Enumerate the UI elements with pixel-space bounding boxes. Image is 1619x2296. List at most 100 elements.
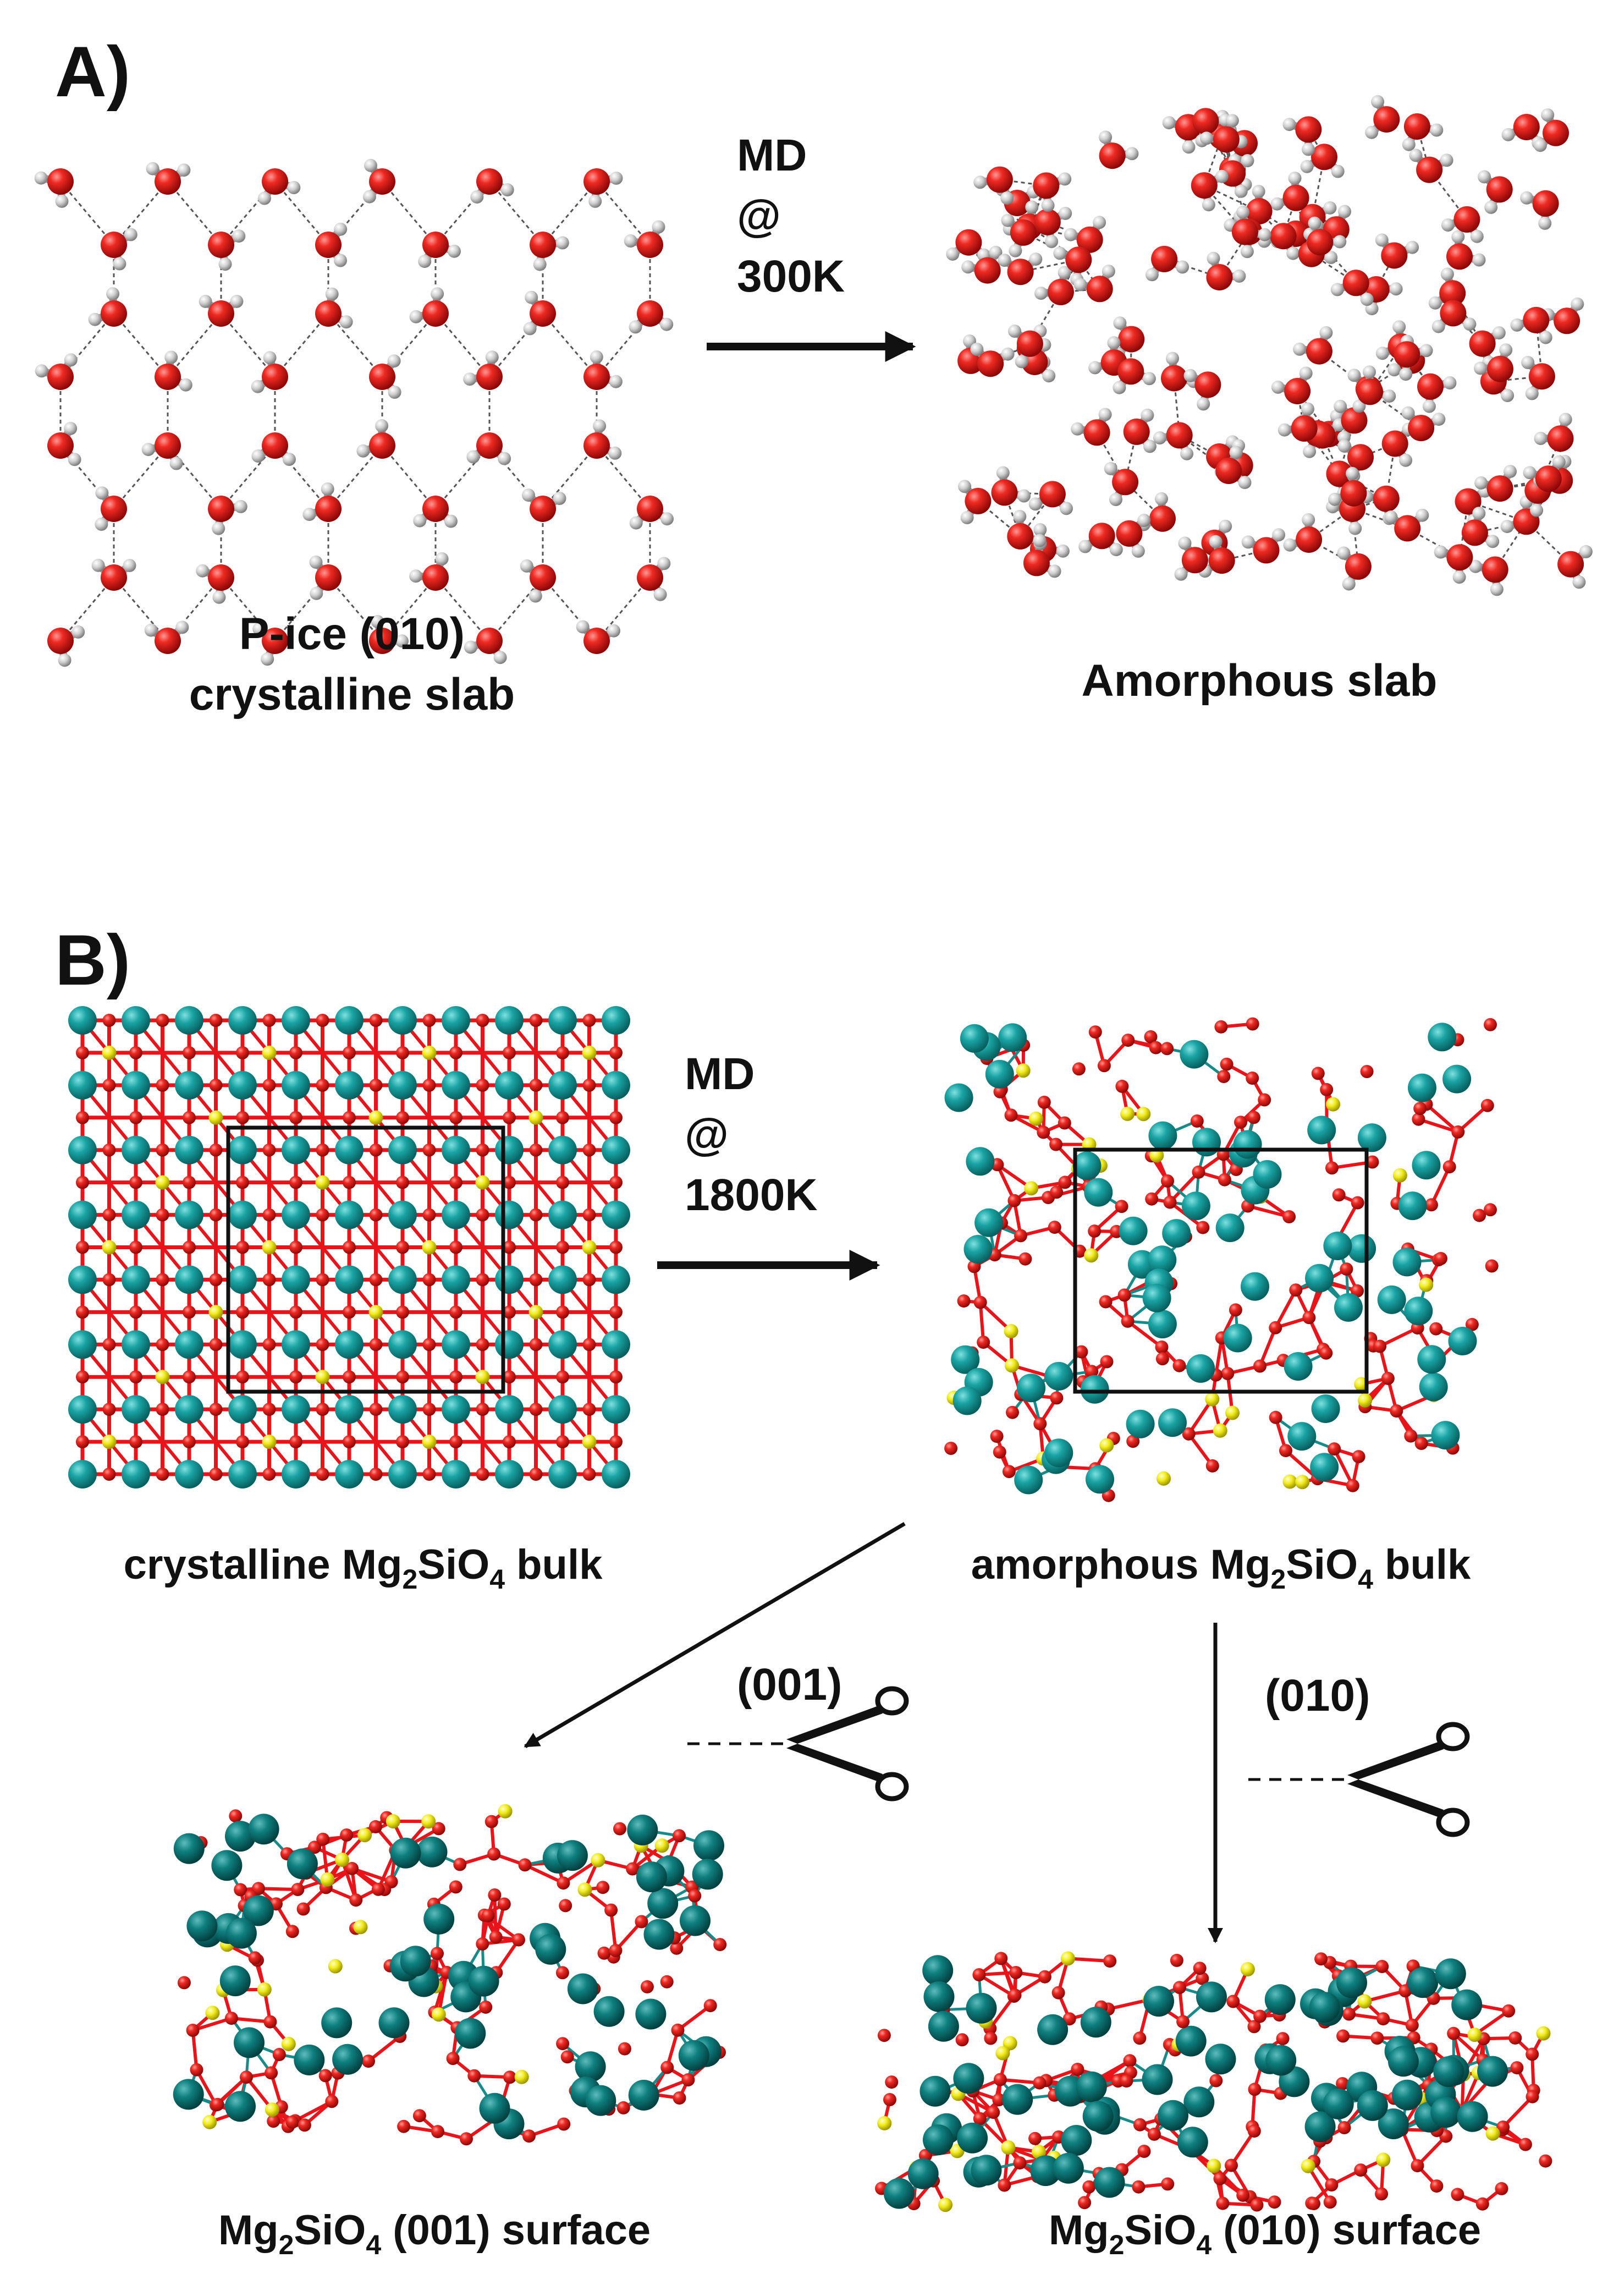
oxygen-atom xyxy=(371,1882,385,1896)
oxygen-atom xyxy=(1523,306,1550,333)
magnesium-atom xyxy=(388,1006,417,1035)
magnesium-atom xyxy=(495,1135,524,1165)
magnesium-atom xyxy=(282,1330,310,1359)
oxygen-atom xyxy=(1034,208,1061,235)
oxygen-atom xyxy=(1325,2178,1339,2191)
oxygen-atom xyxy=(343,1435,356,1449)
oxygen-atom xyxy=(1112,469,1139,496)
magnesium-atom xyxy=(1158,2100,1188,2131)
oxygen-atom xyxy=(529,1208,543,1222)
magnesium-atom xyxy=(1014,1465,1043,1495)
oxygen-atom xyxy=(1039,481,1066,508)
oxygen-atom xyxy=(637,564,663,591)
magnesium-atom xyxy=(1142,2064,1173,2095)
silicon-atom xyxy=(1120,1106,1135,1121)
magnesium-atom xyxy=(1094,2167,1125,2198)
hydrogen-atom xyxy=(1271,380,1285,394)
magnesium-atom xyxy=(282,1460,310,1488)
oxygen-atom xyxy=(1547,425,1574,452)
oxygen-atom xyxy=(1192,108,1219,135)
oxygen-atom xyxy=(183,1176,196,1189)
hydrogen-atom xyxy=(356,444,370,458)
silicon-atom xyxy=(262,1045,277,1060)
oxygen-atom xyxy=(885,2075,899,2089)
oxygen-atom xyxy=(972,1968,986,1981)
oxygen-atom xyxy=(316,1014,329,1027)
oxygen-atom xyxy=(1226,1995,1240,2008)
oxygen-atom xyxy=(316,1468,329,1481)
oxygen-atom xyxy=(529,1273,543,1287)
oxygen-atom xyxy=(688,1889,702,1903)
oxygen-atom xyxy=(1121,1034,1135,1047)
oxygen-atom xyxy=(582,1143,596,1157)
magnesium-atom xyxy=(548,1006,577,1035)
oxygen-atom xyxy=(449,1880,462,1894)
magnesium-atom xyxy=(211,1850,243,1881)
hydrogen-atom xyxy=(1153,431,1166,444)
oxygen-atom xyxy=(1086,276,1113,303)
oxygen-atom xyxy=(76,1435,89,1449)
hydrogen-atom xyxy=(1399,453,1413,467)
oxygen-atom xyxy=(1539,2154,1552,2168)
oxygen-atom xyxy=(1037,1125,1050,1139)
magnesium-atom xyxy=(282,1395,310,1424)
hydrogen-atom xyxy=(1025,200,1039,214)
oxygen-atom xyxy=(476,364,503,390)
oxygen-atom xyxy=(101,496,127,522)
oxygen-atom xyxy=(1234,1116,1247,1129)
oxygen-atom xyxy=(397,2119,411,2133)
hydrogen-atom xyxy=(960,511,974,524)
oxygen-atom xyxy=(1149,505,1176,532)
hydrogen-atom xyxy=(1441,218,1455,232)
magnesium-atom xyxy=(1080,2007,1111,2038)
silicon-atom xyxy=(582,1045,597,1060)
oxygen-atom xyxy=(481,1909,495,1923)
oxygen-atom xyxy=(267,2114,280,2128)
oxygen-atom xyxy=(236,1176,249,1189)
magnesium-atom xyxy=(602,1135,630,1165)
hydrogen-atom xyxy=(1500,520,1514,534)
silicon-atom xyxy=(265,2102,279,2117)
hydrogen-atom xyxy=(1001,347,1015,361)
magnesium-atom xyxy=(1334,1293,1363,1322)
oxygen-atom xyxy=(557,1876,570,1890)
magnesium-atom xyxy=(1323,1232,1352,1260)
oxygen-atom xyxy=(102,1273,116,1287)
oxygen-atom xyxy=(1390,1404,1403,1418)
oxygen-atom xyxy=(993,2073,1007,2086)
oxygen-atom xyxy=(155,168,181,195)
hydrogen-atom xyxy=(1303,444,1317,458)
hydrogen-atom xyxy=(362,190,376,204)
oxygen-atom xyxy=(262,1273,276,1287)
hydrogen-atom xyxy=(1409,149,1423,162)
magnesium-atom xyxy=(228,1330,257,1359)
hydrogen-atom xyxy=(998,254,1011,267)
magnesium-atom xyxy=(1084,1178,1113,1207)
oxygen-atom xyxy=(236,1046,249,1059)
oxygen-atom xyxy=(529,1468,543,1481)
bond xyxy=(494,1938,520,1975)
hydrogen-atom xyxy=(657,557,671,570)
oxygen-atom xyxy=(156,1273,169,1287)
oxygen-atom xyxy=(1007,1194,1021,1207)
oxygen-atom xyxy=(422,496,449,522)
magnesium-atom xyxy=(175,1395,203,1424)
magnesium-atom xyxy=(602,1006,630,1035)
magnesium-atom xyxy=(1180,1040,1209,1069)
bond xyxy=(350,1866,393,1883)
magnesium-atom xyxy=(1419,1372,1448,1402)
oxygen-atom xyxy=(129,1046,142,1059)
magnesium-atom xyxy=(122,1006,150,1035)
oxygen-atom xyxy=(1446,544,1473,571)
oxygen-atom xyxy=(476,1078,489,1092)
oxygen-atom xyxy=(155,364,181,390)
silicon-atom xyxy=(155,1175,170,1190)
magnesium-atom xyxy=(953,2063,984,2094)
bond xyxy=(523,1863,565,1885)
oxygen-atom xyxy=(503,1435,516,1449)
oxygen-atom xyxy=(993,1445,1006,1459)
oxygen-atom xyxy=(101,300,127,327)
hydrogen-atom xyxy=(1440,267,1454,281)
magnesium-atom xyxy=(122,1070,150,1100)
oxygen-atom xyxy=(609,1240,623,1254)
